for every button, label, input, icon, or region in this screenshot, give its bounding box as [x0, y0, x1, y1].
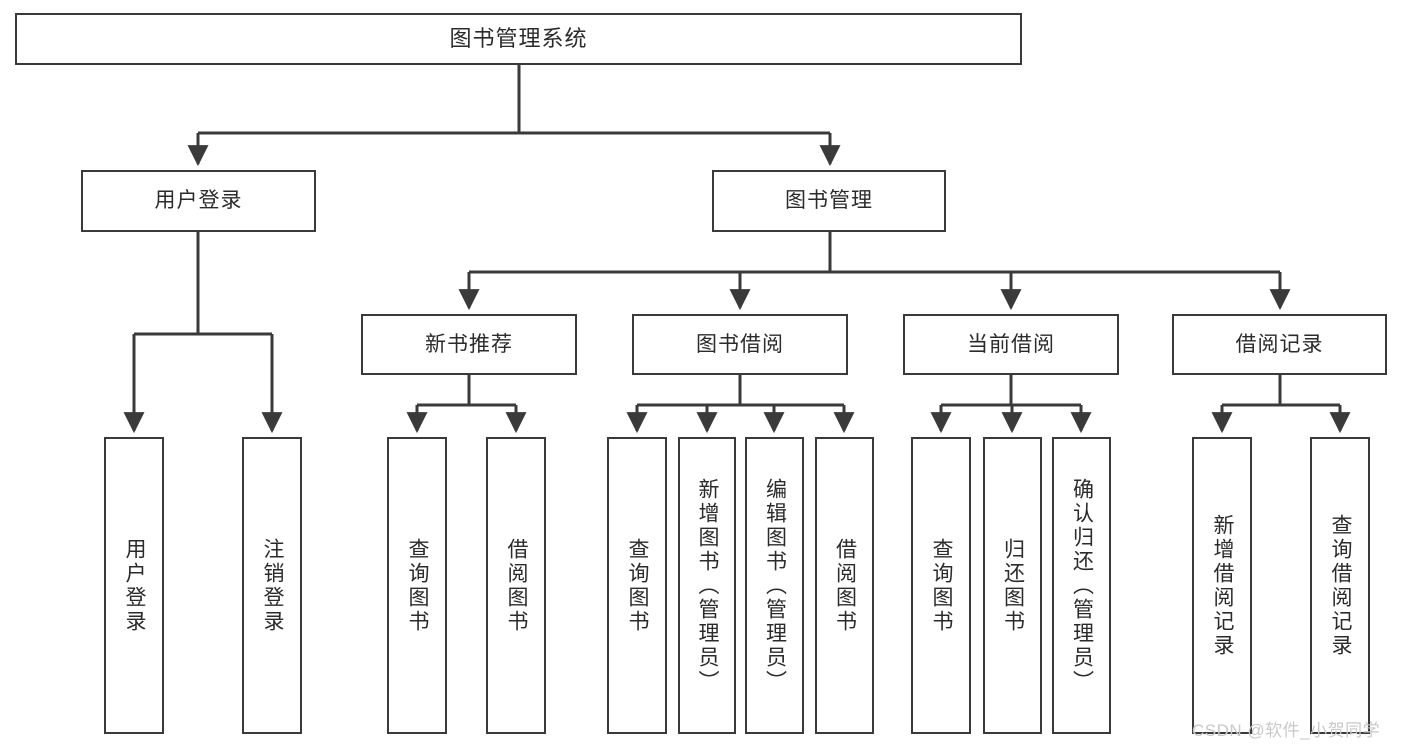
node-leaf-add-record-label: 新增借阅记录	[1211, 513, 1235, 658]
node-leaf-query-book-rec[interactable]: 查询图书	[387, 437, 447, 734]
node-leaf-query-book-cur[interactable]: 查询图书	[911, 437, 971, 734]
node-leaf-add-book-label: 新增图书（管理员）	[696, 477, 720, 694]
node-leaf-user-login[interactable]: 用户登录	[104, 437, 164, 734]
node-book-manage-label: 图书管理	[785, 189, 873, 213]
node-leaf-return-book-label: 归还图书	[1001, 537, 1025, 634]
node-leaf-borrow-book-rec-label: 借阅图书	[505, 537, 529, 634]
node-book-borrow-label: 图书借阅	[696, 332, 784, 356]
node-leaf-borrow-book-label: 借阅图书	[833, 537, 857, 634]
node-new-book-rec[interactable]: 新书推荐	[361, 314, 577, 375]
node-borrow-record[interactable]: 借阅记录	[1172, 314, 1387, 375]
node-leaf-query-book-label: 查询图书	[626, 537, 650, 634]
node-user-login[interactable]: 用户登录	[81, 170, 316, 232]
node-current-borrow-label: 当前借阅	[967, 332, 1055, 356]
node-leaf-borrow-book-rec[interactable]: 借阅图书	[486, 437, 546, 734]
node-leaf-query-book-rec-label: 查询图书	[406, 537, 430, 634]
node-leaf-edit-book[interactable]: 编辑图书（管理员）	[745, 437, 804, 734]
node-root-label: 图书管理系统	[449, 25, 588, 51]
node-current-borrow[interactable]: 当前借阅	[903, 314, 1119, 375]
node-book-manage[interactable]: 图书管理	[712, 170, 946, 232]
node-user-login-label: 用户登录	[154, 189, 243, 213]
node-leaf-logout-label: 注销登录	[261, 537, 285, 634]
watermark: CSDN @软件_小贺同学	[1192, 721, 1381, 740]
node-leaf-query-record[interactable]: 查询借阅记录	[1310, 437, 1370, 734]
node-new-book-rec-label: 新书推荐	[425, 332, 513, 356]
node-borrow-record-label: 借阅记录	[1235, 332, 1324, 356]
node-book-borrow[interactable]: 图书借阅	[632, 314, 848, 375]
node-leaf-logout[interactable]: 注销登录	[242, 437, 302, 734]
node-leaf-confirm-return-label: 确认归还（管理员）	[1070, 477, 1094, 694]
node-leaf-return-book[interactable]: 归还图书	[983, 437, 1042, 734]
node-leaf-query-book-cur-label: 查询图书	[930, 537, 954, 634]
node-root[interactable]: 图书管理系统	[15, 13, 1022, 65]
node-leaf-confirm-return[interactable]: 确认归还（管理员）	[1052, 437, 1111, 734]
node-leaf-query-record-label: 查询借阅记录	[1329, 513, 1353, 658]
node-leaf-borrow-book[interactable]: 借阅图书	[815, 437, 874, 734]
node-leaf-edit-book-label: 编辑图书（管理员）	[763, 477, 787, 694]
node-leaf-add-book[interactable]: 新增图书（管理员）	[678, 437, 736, 734]
node-leaf-user-login-label: 用户登录	[123, 537, 147, 634]
node-leaf-query-book[interactable]: 查询图书	[607, 437, 667, 734]
node-leaf-add-record[interactable]: 新增借阅记录	[1192, 437, 1252, 734]
